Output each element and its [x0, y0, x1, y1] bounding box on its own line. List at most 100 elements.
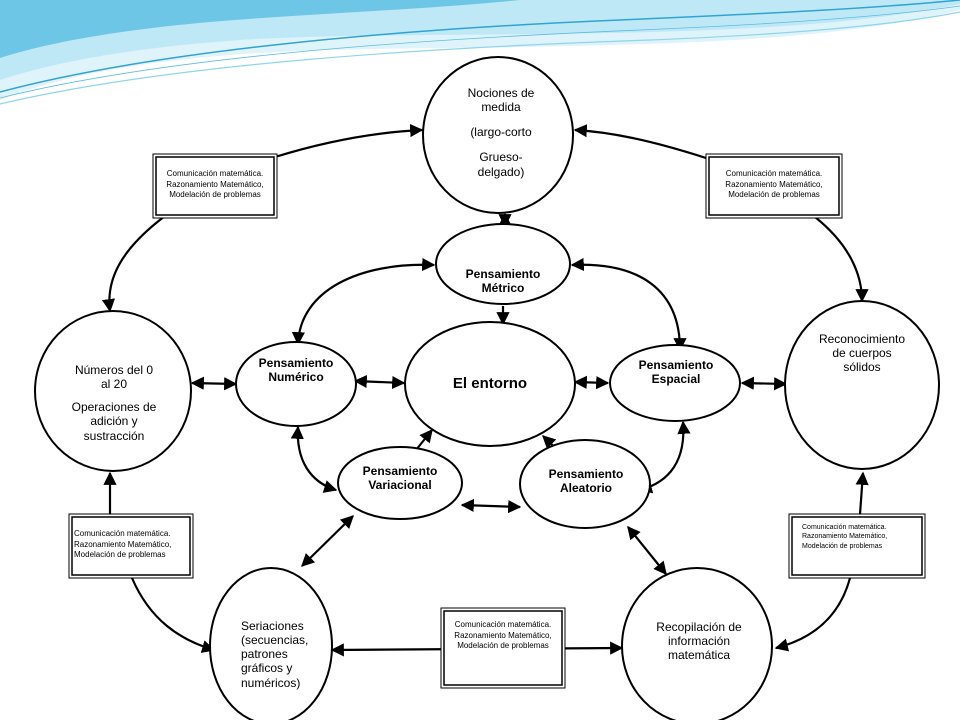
competency-box-mid-right: Comunicación matemática. Razonamiento Ma… — [802, 515, 920, 559]
node-nociones-medida — [422, 56, 574, 214]
competency-line-1: Comunicación matemática. — [74, 529, 171, 539]
label-el-entorno: El entorno — [420, 366, 560, 402]
label-reconocimiento-line-3: sólidos — [843, 360, 881, 375]
competency-line-1: Comunicación matemática. — [802, 524, 887, 532]
arrow-box-numeros — [101, 215, 166, 313]
label-recopilacion-line-1: Recopilación de — [656, 620, 742, 634]
competency-line-1: Comunicación matemática. — [725, 169, 823, 179]
competency-line-2: Razonamiento Matemático, — [74, 539, 172, 549]
label-espacial-line-2: Espacial — [651, 372, 701, 386]
competency-line-1: Comunicación matemática. — [454, 620, 552, 630]
node-numeros — [34, 310, 192, 472]
label-numerico-line-1: Pensamiento — [258, 355, 334, 370]
label-nociones-medida: Nociones de medida (largo-corto Grueso- … — [446, 86, 556, 186]
arrow-metrico-espacial — [570, 257, 687, 352]
arrow-numerico-centro — [353, 374, 406, 390]
label-seriaciones: Seriaciones (secuencias, patrones gráfic… — [241, 619, 337, 699]
arrow-numeros-numerico — [190, 376, 238, 391]
competency-line-2: Razonamiento Matemático, — [166, 179, 264, 189]
label-numerico-line-2: Numérico — [268, 370, 324, 384]
label-nociones-line-2: medida — [481, 100, 521, 115]
label-pensamiento-aleatorio: Pensamiento Aleatorio — [532, 464, 640, 498]
arrow-box-recopilacion — [774, 577, 852, 652]
competency-box-mid-left: Comunicación matemática. Razonamiento Ma… — [74, 523, 188, 567]
label-pensamiento-espacial: Pensamiento Espacial — [624, 355, 728, 389]
arrow-aleatorio-recopilacion — [627, 525, 667, 576]
box-bottom-outer — [440, 607, 566, 689]
label-el-entorno-line: El entorno — [452, 375, 528, 393]
label-recopilacion: Recopilación de información matemática — [637, 620, 761, 668]
box-mid-right-outer — [788, 513, 926, 579]
label-aleatorio-line-1: Pensamiento — [548, 466, 624, 481]
competency-line-3: Modelación de problemas — [457, 641, 549, 651]
arrow-box-nociones-left — [274, 123, 424, 159]
arrow-box-reconocimiento-up — [855, 471, 869, 515]
arrow-box-reconocimiento — [814, 216, 869, 303]
node-reconocimiento — [784, 300, 940, 470]
label-reconocimiento: Reconocimiento de cuerpos sólidos — [800, 332, 924, 380]
competency-line-3: Modelación de problemas — [728, 190, 820, 200]
label-pensamiento-metrico: Pensamiento Métrico — [440, 264, 566, 298]
label-seriaciones-line-4: gráficos y — [241, 661, 293, 676]
node-pensamiento-aleatorio — [519, 439, 651, 529]
competency-box-top-right: Comunicación matemática. Razonamiento Ma… — [709, 163, 839, 207]
arrow-box-nociones-right — [573, 124, 707, 160]
label-pensamiento-numerico: Pensamiento Numérico — [246, 353, 346, 387]
arrow-variacional-seriaciones — [301, 515, 354, 567]
arrow-espacial-centro — [573, 375, 610, 390]
box-top-right-inner — [708, 156, 840, 216]
label-recopilacion-line-2: información — [667, 634, 731, 649]
node-recopilacion — [621, 567, 773, 720]
label-seriaciones-line-3: patrones — [241, 647, 288, 662]
box-bottom-inner — [443, 610, 563, 686]
label-numeros-line-3: Operaciones de — [71, 400, 157, 415]
label-numeros-line-1: Números del 0 — [74, 363, 154, 377]
competency-line-2: Razonamiento Matemático, — [802, 533, 888, 541]
competency-box-top-left: Comunicación matemática. Razonamiento Ma… — [156, 163, 274, 207]
arrow-variacional-aleatorio — [460, 498, 522, 514]
node-pensamiento-numerico — [235, 341, 357, 427]
competency-line-3: Modelación de problemas — [169, 190, 261, 200]
label-reconocimiento-line-2: de cuerpos — [832, 346, 892, 361]
node-pensamiento-variacional — [337, 446, 463, 520]
competency-box-bottom: Comunicación matemática. Razonamiento Ma… — [444, 614, 562, 658]
label-nociones-line-1: Nociones de — [467, 86, 535, 100]
node-el-entorno — [404, 321, 576, 447]
label-numeros-line-5: sustracción — [83, 428, 145, 443]
label-seriaciones-line-2: (secuencias, — [241, 633, 309, 648]
label-nociones-line-5: delgado) — [477, 164, 525, 179]
label-numeros-line-2: al 20 — [100, 377, 128, 392]
label-pensamiento-variacional: Pensamiento Variacional — [346, 461, 454, 495]
node-pensamiento-espacial — [609, 344, 741, 422]
label-recopilacion-line-3: matemática — [667, 648, 731, 663]
label-nociones-line-3: (largo-corto — [470, 125, 532, 140]
box-mid-right-inner — [791, 516, 923, 576]
label-numeros-line-4: adición y — [90, 414, 138, 429]
label-metrico-line-1: Pensamiento — [465, 266, 541, 281]
node-seriaciones — [209, 567, 333, 720]
label-espacial-line-1: Pensamiento — [638, 357, 714, 372]
competency-boxes — [68, 153, 926, 689]
label-variacional-line-1: Pensamiento — [362, 463, 438, 478]
box-top-left-outer — [152, 153, 278, 219]
label-aleatorio-line-2: Aleatorio — [559, 481, 612, 495]
node-pensamiento-metrico — [435, 223, 571, 305]
box-top-left-inner — [155, 156, 275, 216]
competency-line-1: Comunicación matemática. — [166, 169, 264, 179]
label-metrico-line-2: Métrico — [481, 281, 525, 295]
arrow-numerico-variacional — [290, 425, 338, 493]
label-seriaciones-line-5: numéricos) — [241, 675, 301, 690]
arrow-espacial-reconocimiento — [740, 376, 788, 391]
label-numeros: Números del 0 al 20 Operaciones de adici… — [54, 363, 174, 453]
competency-line-3: Modelación de problemas — [802, 542, 883, 550]
competency-line-2: Razonamiento Matemático, — [454, 630, 552, 640]
box-top-right-outer — [705, 153, 843, 219]
competency-line-2: Razonamiento Matemático, — [725, 179, 823, 189]
arrow-metrico-numerico — [291, 257, 436, 346]
competency-line-3: Modelación de problemas — [74, 550, 166, 560]
box-mid-left-outer — [68, 513, 194, 579]
label-seriaciones-line-1: Seriaciones — [241, 619, 304, 633]
arrow-box-seriaciones — [130, 577, 216, 653]
